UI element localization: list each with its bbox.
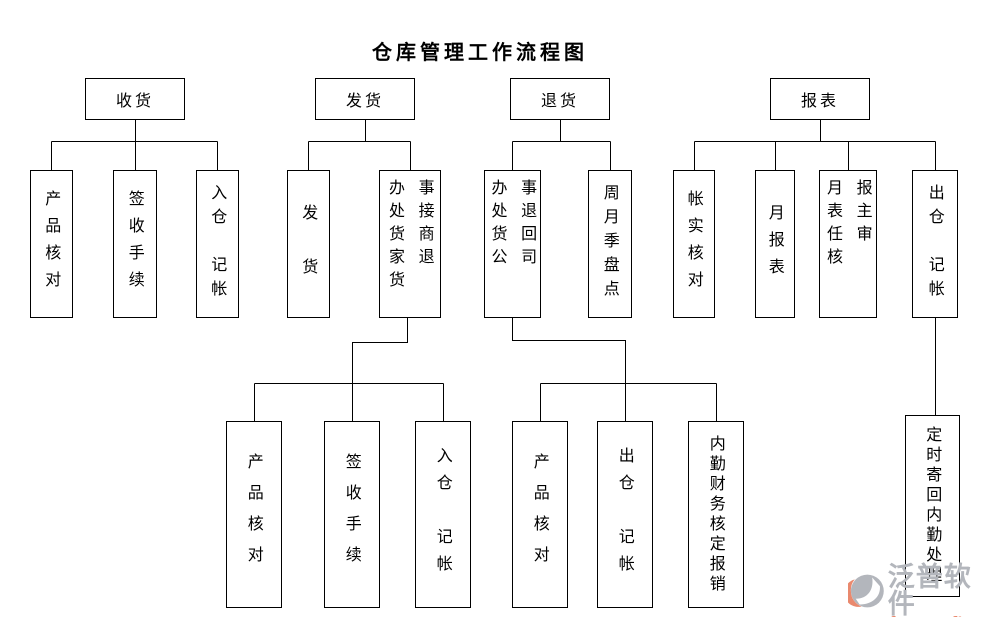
watermark: 泛普软件 www.fanpusoft.com <box>848 564 996 617</box>
node-product-verification-3: 产品核对 <box>512 421 568 608</box>
connector-returns-sub <box>512 318 717 421</box>
node-warehouse-out-bookkeeping-2: 出仓 记帐 <box>597 421 653 608</box>
branch-shipping-label: 发货 <box>345 91 384 110</box>
node-warehouse-out-bookkeeping: 出仓 记帐 <box>912 170 958 318</box>
node-account-reality-check: 帐实核对 <box>673 170 715 318</box>
node-scheduled-return-backoffice: 定时寄回内勤处理 <box>905 415 960 597</box>
node-monthly-report: 月报表 <box>755 170 795 318</box>
node-signing-procedure: 签收手续 <box>113 170 157 318</box>
node-report-director-review: 月表任核 报主审 <box>819 170 877 318</box>
node-warehouse-in-bookkeeping-2: 入仓 记帐 <box>415 421 471 608</box>
node-office-return-to-company: 办处货公 事退回司 <box>484 170 541 318</box>
connector-returns <box>512 120 611 170</box>
node-periodic-stocktake: 周月季盘点 <box>588 170 632 318</box>
branch-reports-label: 报表 <box>800 91 839 110</box>
branch-returns-label: 退货 <box>540 91 579 110</box>
node-backoffice-finance-reimbursement: 内勤财务核定报销 <box>688 421 744 608</box>
diagram-title: 仓库管理工作流程图 <box>372 40 588 64</box>
branch-receiving-label: 收货 <box>115 91 154 110</box>
node-signing-procedure-2: 签收手续 <box>324 421 380 608</box>
connector-shipping <box>308 120 411 170</box>
fanpu-logo-icon <box>848 574 884 608</box>
node-product-verification-2: 产品核对 <box>226 421 282 608</box>
watermark-url: www.fanpusoft.com <box>848 615 996 617</box>
branch-receiving: 收货 <box>85 78 185 120</box>
node-ship-goods: 发 货 <box>287 170 330 318</box>
connector-receiving <box>51 120 218 170</box>
node-office-handle-merchant-returns: 办处货家货 事接商退 <box>379 170 441 318</box>
watermark-brand: 泛普软件 <box>887 562 972 617</box>
node-warehouse-in-bookkeeping: 入仓 记帐 <box>196 170 239 318</box>
connector-reports <box>694 120 936 170</box>
node-product-verification: 产品核对 <box>30 170 73 318</box>
branch-reports: 报表 <box>770 78 870 120</box>
branch-returns: 退货 <box>510 78 610 120</box>
branch-shipping: 发货 <box>315 78 415 120</box>
connector-shipping-sub <box>254 318 444 421</box>
